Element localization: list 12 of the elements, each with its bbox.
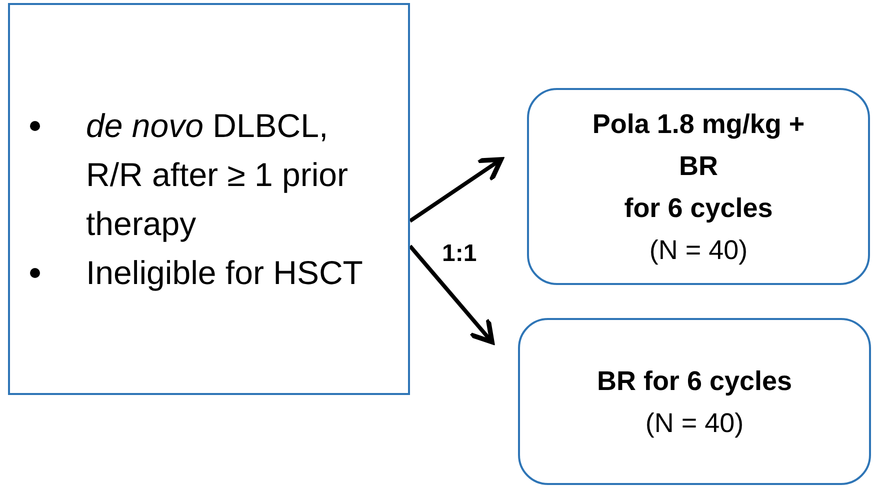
treatment-arm-box bbox=[527, 88, 870, 285]
treatment-arm-box bbox=[518, 318, 871, 485]
regimen-text: for 6 cycles bbox=[624, 192, 773, 225]
arrow bbox=[408, 157, 504, 223]
criteria-text: de novo DLBCL, R/R after ≥ 1 prior therapy bbox=[86, 106, 350, 244]
regimen-text: BR for 6 cycles bbox=[596, 364, 792, 398]
sample-size: (N = 40) bbox=[649, 234, 748, 267]
criteria-box bbox=[8, 3, 410, 395]
arrow bbox=[408, 244, 494, 344]
criteria-text: Ineligible for HSCT bbox=[86, 253, 364, 293]
ratio-label: 1:1 bbox=[442, 239, 477, 269]
sample-size: (N = 40) bbox=[645, 406, 744, 440]
